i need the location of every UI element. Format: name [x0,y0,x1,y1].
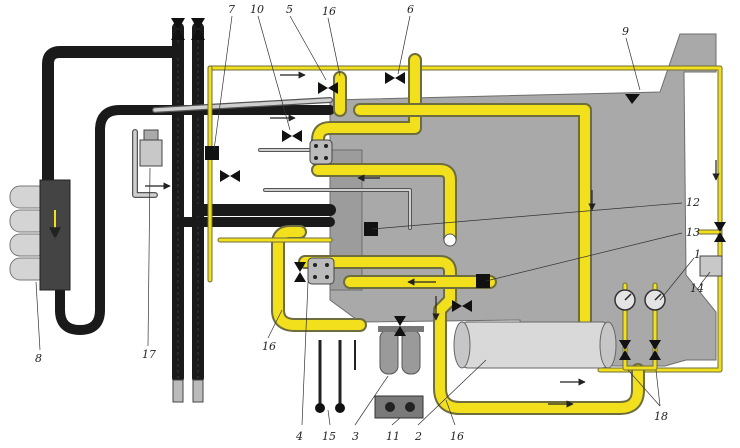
label-3: 3 [352,430,359,443]
pressure-gauge-icon [614,289,636,311]
label-4: 4 [295,430,303,443]
label-1: 1 [694,248,701,261]
label-17: 17 [142,348,156,361]
hot-coolant-lines [207,53,723,415]
filter-icon [139,129,163,167]
leader-lines [35,15,711,426]
pump-icon [307,257,335,285]
valve-icon [220,170,240,182]
label-10: 10 [250,3,264,16]
label-13: 13 [686,226,700,239]
label-9: 9 [622,25,629,38]
drain-points [315,340,356,413]
label-2: 2 [414,430,422,443]
label-16-bottom: 16 [450,430,464,443]
valve-icon [385,72,405,84]
sensor-12 [364,222,378,236]
valve-icon [619,340,631,360]
label-16-top: 16 [322,5,336,18]
callout-labels: 7 10 5 16 6 9 12 13 1 14 18 4 15 3 11 2 … [35,3,704,443]
label-11: 11 [386,430,400,443]
label-18: 18 [654,410,668,423]
valve-icon [649,340,661,360]
label-6: 6 [407,3,414,16]
nozzles [171,18,205,403]
valve-icon [394,316,406,336]
valve-icon [452,300,472,312]
sensor-port [443,233,457,247]
sensor-13 [476,274,490,288]
pump-unit [374,395,424,419]
label-8: 8 [35,352,42,365]
label-7: 7 [228,3,235,16]
valve-icon [282,130,302,142]
cold-water-lines [42,22,336,384]
valves [220,72,726,360]
heater-icon [309,139,333,165]
label-12: 12 [686,196,700,209]
level-indicator-icon [625,94,640,104]
label-15: 15 [322,430,336,443]
flow-arrows [145,71,720,408]
valve-icon [714,222,726,242]
expansion-tank [699,255,723,277]
label-16-left: 16 [262,340,276,353]
valve-icon [318,82,338,94]
sensors [205,94,723,288]
engine-block [329,33,717,367]
valve-icon [294,262,306,282]
pressure-gauges [614,289,666,311]
aux-lines [132,97,412,230]
thermostat-icon [205,146,219,160]
pressure-gauge-icon [644,289,666,311]
heat-exchanger [453,321,617,369]
label-14: 14 [690,282,704,295]
intake-manifold [9,179,71,291]
label-5: 5 [286,3,293,16]
